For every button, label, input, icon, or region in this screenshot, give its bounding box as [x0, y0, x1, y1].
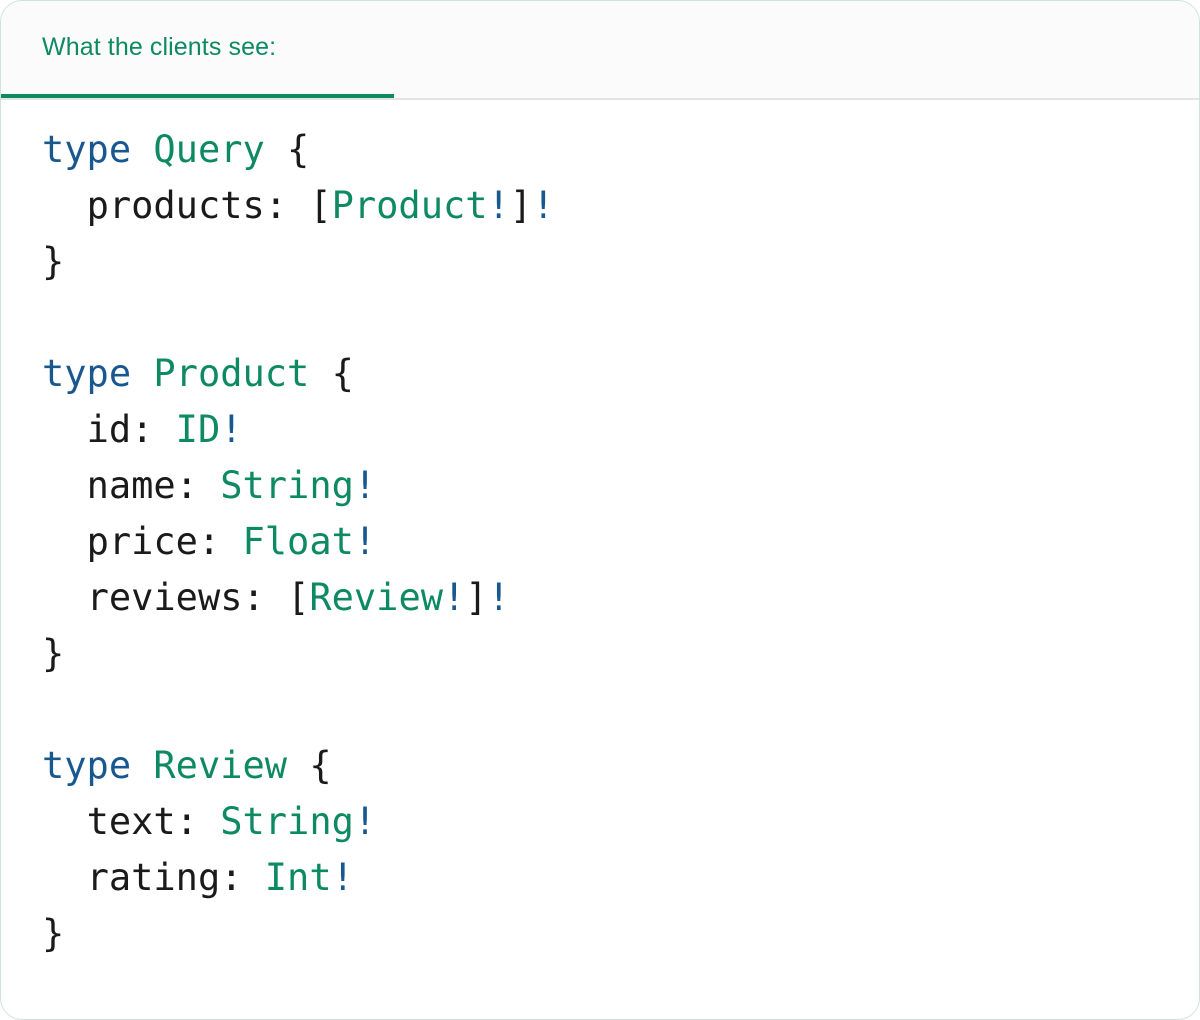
- type-name-int: Int: [264, 856, 332, 899]
- type-name-id: ID: [175, 408, 221, 451]
- type-name-review: Review: [153, 744, 288, 787]
- type-name-float: Float: [242, 520, 354, 563]
- indent: [42, 408, 87, 451]
- field-id: id:: [86, 408, 154, 451]
- type-name-query: Query: [153, 128, 265, 171]
- space: [153, 408, 175, 451]
- open-brace: {: [287, 744, 332, 787]
- open-brace: {: [264, 128, 310, 171]
- indent: [42, 576, 87, 619]
- type-name-product: Product: [331, 184, 488, 227]
- space: [265, 576, 287, 619]
- non-null-bang: !: [443, 576, 466, 619]
- close-bracket: ]: [509, 184, 533, 227]
- close-brace: }: [42, 632, 65, 675]
- type-name-string: String: [220, 800, 354, 843]
- space: [243, 856, 265, 899]
- field-rating: rating:: [86, 856, 243, 899]
- space: [220, 520, 242, 563]
- type-name-review: Review: [309, 576, 443, 619]
- code-viewer: type Query { products: [Product!]! } typ…: [1, 100, 1199, 1019]
- non-null-bang: !: [353, 464, 377, 507]
- code-block-type-review: type Review { text: String! rating: Int!…: [42, 738, 1199, 962]
- field-price: price:: [86, 520, 221, 563]
- indent: [42, 184, 87, 227]
- open-brace: {: [309, 352, 354, 395]
- space: [131, 352, 153, 395]
- close-brace: }: [42, 240, 65, 283]
- field-products: products:: [86, 184, 288, 227]
- indent: [42, 856, 87, 899]
- field-name: name:: [86, 464, 198, 507]
- tab-strip: What the clients see:: [1, 1, 1199, 100]
- tab-label: What the clients see:: [42, 33, 277, 61]
- keyword-type: type: [42, 744, 132, 787]
- keyword-type: type: [42, 128, 132, 171]
- code-block-type-query: type Query { products: [Product!]! }: [42, 122, 1199, 290]
- non-null-bang: !: [487, 576, 510, 619]
- close-bracket: ]: [465, 576, 488, 619]
- blank-line: [42, 682, 1199, 738]
- blank-line: [42, 290, 1199, 346]
- tab-what-the-clients-see[interactable]: What the clients see:: [1, 1, 394, 98]
- indent: [42, 464, 87, 507]
- non-null-bang: !: [487, 184, 510, 227]
- field-text: text:: [86, 800, 198, 843]
- close-brace: }: [42, 912, 65, 955]
- non-null-bang: !: [220, 408, 243, 451]
- space: [131, 128, 153, 171]
- field-reviews: reviews:: [86, 576, 265, 619]
- non-null-bang: !: [353, 520, 377, 563]
- non-null-bang: !: [353, 800, 377, 843]
- type-name-string: String: [220, 464, 354, 507]
- type-name-product: Product: [153, 352, 310, 395]
- space: [198, 464, 220, 507]
- non-null-bang: !: [331, 856, 354, 899]
- space: [131, 744, 153, 787]
- keyword-type: type: [42, 352, 132, 395]
- indent: [42, 800, 87, 843]
- open-bracket: [: [309, 184, 332, 227]
- non-null-bang: !: [532, 184, 555, 227]
- code-block-type-product: type Product { id: ID! name: String! pri…: [42, 346, 1199, 682]
- indent: [42, 520, 87, 563]
- space: [198, 800, 220, 843]
- open-bracket: [: [287, 576, 310, 619]
- space: [287, 184, 309, 227]
